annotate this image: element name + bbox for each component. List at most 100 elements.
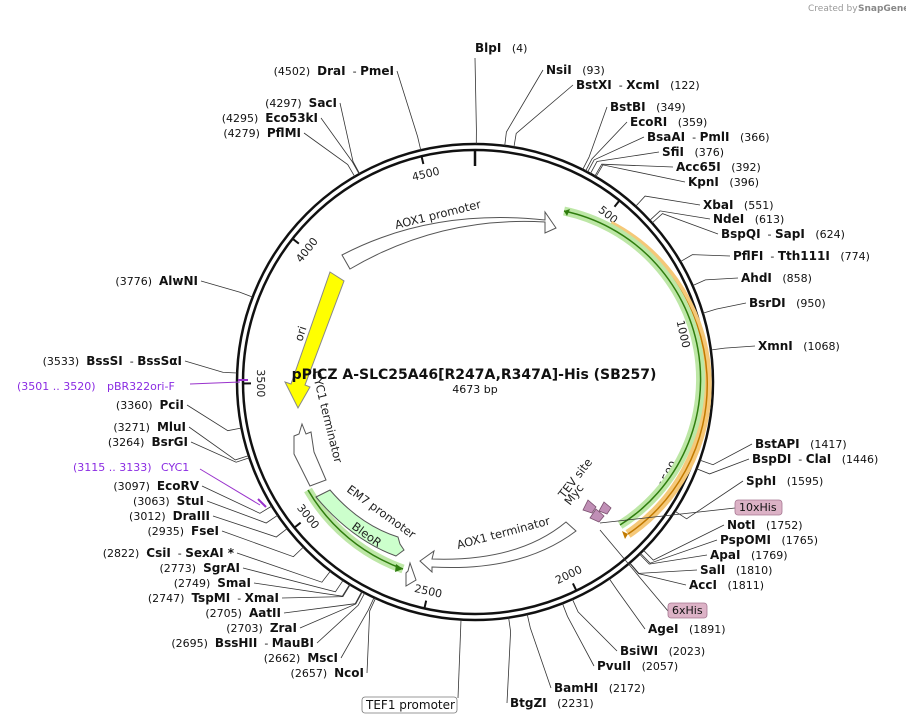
site-ahdi: AhdI (858) xyxy=(741,271,812,285)
leader-ncoi xyxy=(366,598,376,674)
leader-bsrdi xyxy=(702,302,747,314)
tick-label-4000: 4000 xyxy=(293,235,321,265)
leader-xbai xyxy=(635,195,701,207)
leader-mlui xyxy=(188,426,249,461)
site-kpni-pos: (396) xyxy=(729,176,759,189)
site-apai: ApaI (1769) xyxy=(710,548,788,562)
tev-site-tag xyxy=(598,501,612,515)
leader-sgrai xyxy=(242,567,344,593)
site-pvuii-pos: (2057) xyxy=(642,660,679,673)
leader-xmni xyxy=(710,345,756,351)
ori-arrow xyxy=(284,271,345,410)
site-stui: (3063) StuI xyxy=(133,494,204,508)
site-ndei-name: NdeI xyxy=(713,212,744,226)
site-eco53ki-name: Eco53kI xyxy=(265,111,318,125)
site-bsiwi-name: BsiWI xyxy=(620,644,658,658)
leader-smai xyxy=(253,582,351,597)
leader-ahdi xyxy=(692,277,739,286)
site-sfii-name: SfiI xyxy=(662,145,684,159)
leader-tspmi xyxy=(281,584,351,599)
leader-agei xyxy=(608,578,646,630)
site-drai-name2: PmeI xyxy=(360,64,394,78)
bleor-arrow xyxy=(315,489,405,557)
site-draiii-name: DraIII xyxy=(173,509,210,523)
site-pflmi-pos: (4279) xyxy=(223,127,260,140)
leader-bamhi xyxy=(526,614,552,689)
primer-pbr322-range: (3501 .. 3520) xyxy=(17,380,96,393)
site-fsei-name: FseI xyxy=(191,524,219,538)
site-sgrai: (2773) SgrAI xyxy=(160,561,240,575)
site-bspdi-name: BspDI xyxy=(752,452,791,466)
site-csii-name: CsiI xyxy=(146,546,171,560)
site-bsaai-name: BsaAI xyxy=(647,130,685,144)
site-csii-pos: (2822) xyxy=(103,547,140,560)
site-sgrai-pos: (2773) xyxy=(160,562,197,575)
site-sali-name: SalI xyxy=(700,563,725,577)
primer-leader-cyc1 xyxy=(199,468,261,506)
site-zrai-name: ZraI xyxy=(270,621,297,635)
site-bamhi-pos: (2172) xyxy=(609,682,646,695)
orf-arcs xyxy=(304,206,712,574)
site-pvuii: PvuII (2057) xyxy=(597,659,678,673)
site-acci-pos: (1811) xyxy=(727,579,764,592)
leader-csii xyxy=(236,552,331,583)
site-stui-name: StuI xyxy=(177,494,204,508)
site-sphi-pos: (1595) xyxy=(787,475,824,488)
site-blpi: BlpI (4) xyxy=(475,41,527,55)
site-bstbi-name: BstBI xyxy=(610,100,646,114)
primer-mark-cyc1 xyxy=(257,498,267,508)
site-ahdi-name: AhdI xyxy=(741,271,772,285)
leader-6xhis xyxy=(599,529,669,612)
site-bsiwi: BsiWI (2023) xyxy=(620,644,705,658)
leader-blpi xyxy=(474,57,477,145)
site-ecori: EcoRI (359) xyxy=(630,115,707,129)
leader-tef1 xyxy=(457,619,462,699)
leader-acci xyxy=(629,562,687,586)
site-nsii: NsiI (93) xyxy=(546,63,605,77)
site-draiii: (3012) DraIII xyxy=(129,509,210,523)
tick-label-3500: 3500 xyxy=(254,369,267,397)
site-bsssi-name2: BssSαI xyxy=(137,354,182,368)
site-fsei: (2935) FseI xyxy=(147,524,219,538)
site-bamhi: BamHI (2172) xyxy=(554,681,645,695)
site-bstapi-name: BstAPI xyxy=(755,437,800,451)
site-eco53ki: (4295) Eco53kI xyxy=(222,111,318,125)
site-bsiwi-pos: (2023) xyxy=(669,645,706,658)
site-pflfi: PflFI - Tth111I (774) xyxy=(733,249,870,263)
site-pflmi: (4279) PflMI xyxy=(223,126,301,140)
plasmid-name: pPICZ A-SLC25A46[R247A,R347A]-His (SB257… xyxy=(292,367,657,383)
site-pspomi: PspOMI (1765) xyxy=(720,533,818,547)
ori-label: ori xyxy=(292,324,310,343)
site-drai-pos: (4502) xyxy=(274,65,311,78)
site-bstxi-pos: (122) xyxy=(670,79,700,92)
site-pcii: (3360) PciI xyxy=(116,398,184,412)
site-bspqi: BspQI - SapI (624) xyxy=(721,227,845,241)
leader-bsaai xyxy=(587,136,645,173)
site-bstxi-name2: XcmI xyxy=(626,78,659,92)
leader-10xhis xyxy=(599,507,736,524)
site-csii: (2822) CsiI - SexAI * xyxy=(103,546,235,560)
site-ecori-name: EcoRI xyxy=(630,115,667,129)
myc-tag xyxy=(582,499,597,514)
leader-draiii xyxy=(212,515,288,538)
site-bsshii-name2: MauBI xyxy=(272,636,314,650)
site-agei: AgeI (1891) xyxy=(648,622,726,636)
site-zrai: (2703) ZraI xyxy=(226,621,297,635)
site-noti-pos: (1752) xyxy=(766,519,803,532)
site-ecori-pos: (359) xyxy=(678,116,708,129)
leader-ecori xyxy=(585,121,628,172)
site-bsrdi-name: BsrDI xyxy=(749,296,786,310)
site-smai: (2749) SmaI xyxy=(174,576,251,590)
site-pflfi-name2: Tth111I xyxy=(778,249,830,263)
site-pcii-pos: (3360) xyxy=(116,399,153,412)
site-xmni-name: XmnI xyxy=(758,339,793,353)
leader-bstxi xyxy=(513,84,574,148)
site-bsssi-name: BssSI xyxy=(86,354,123,368)
site-bstbi: BstBI (349) xyxy=(610,100,686,114)
site-tspmi-name2: XmaI xyxy=(245,591,279,605)
site-sgrai-name: SgrAI xyxy=(203,561,240,575)
site-ecorv-pos: (3097) xyxy=(113,480,150,493)
leader-bsiwi xyxy=(572,599,618,652)
tick-label-4500: 4500 xyxy=(411,165,441,184)
site-bstapi: BstAPI (1417) xyxy=(755,437,847,451)
